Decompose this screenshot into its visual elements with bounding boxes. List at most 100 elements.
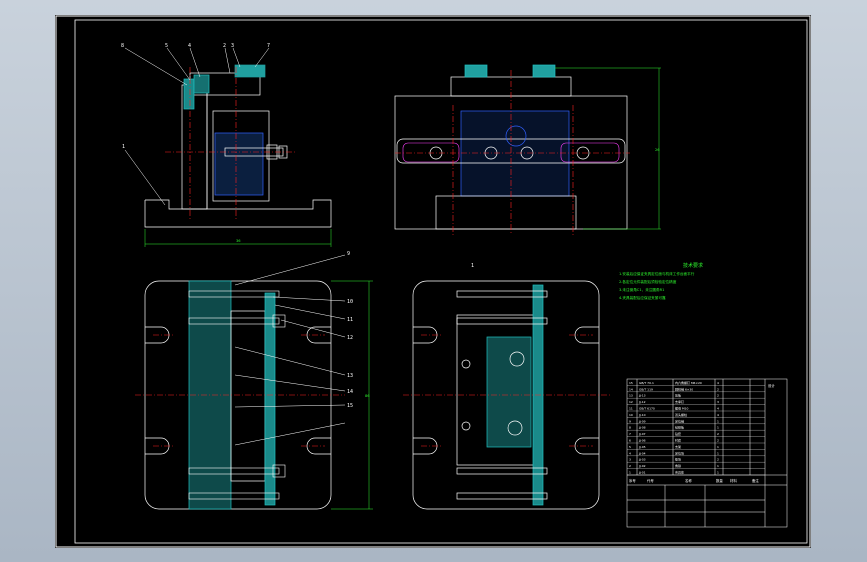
title-block-cell-code: JJ-01 xyxy=(638,471,646,475)
bottom-right-centerlines xyxy=(403,334,611,447)
title-block-cell-qty: 3 xyxy=(717,400,719,404)
inner-frame xyxy=(74,19,808,544)
title-block-cell-qty: 2 xyxy=(717,458,719,462)
title-block-cell-no: 7 xyxy=(629,432,631,436)
title-block-cell-code: GB/T 119 xyxy=(639,387,653,391)
title-block-cell-qty: 1 xyxy=(717,426,719,430)
notes-line-3: 3.未注倒角C1，未注圆角R1 xyxy=(619,287,664,292)
title-block-cell-code: JJ-02 xyxy=(638,464,646,468)
plan-leaders xyxy=(234,254,346,446)
title-block xyxy=(626,378,788,528)
title-block-cell-qty: 1 xyxy=(717,451,719,455)
plan-centerlines xyxy=(135,334,345,447)
front-view xyxy=(144,64,332,228)
part-label-14: 14 xyxy=(347,389,353,395)
col-no: 序号 xyxy=(629,478,636,483)
part-label-15: 15 xyxy=(347,403,353,409)
title-block-cell-name: 双头螺柱 xyxy=(675,412,687,417)
title-block-cell-name: 衬套 xyxy=(675,438,681,443)
part-label-11: 11 xyxy=(347,317,353,323)
col-name: 名称 xyxy=(685,478,692,483)
top-right-slots xyxy=(402,142,620,163)
view-mark: 1 xyxy=(471,263,474,269)
title-block-cell-name: 钻套 xyxy=(675,431,681,436)
part-label-7: 7 xyxy=(267,43,270,49)
title-block-cell-name: 夹具体 xyxy=(675,470,684,475)
plan-height-dimension xyxy=(331,280,373,510)
title-block-cell-qty: 4 xyxy=(717,413,719,417)
part-label-1: 1 xyxy=(122,144,125,150)
front-leaders xyxy=(124,47,270,206)
title-block-cell-no: 12 xyxy=(629,400,633,404)
col-qty: 数量 xyxy=(716,478,723,483)
front-width-value: 36 xyxy=(236,239,241,243)
title-block-cell-code: JJ-12 xyxy=(638,400,646,404)
col-remark: 备注 xyxy=(752,478,759,483)
title-block-cell-code: JJ-06 xyxy=(638,439,646,443)
notes-line-1: 1.安装后应保证夹具定位面与机床工作台面平行 xyxy=(619,271,695,276)
title-block-cell-name: 垫块 xyxy=(675,457,681,462)
front-width-dimension xyxy=(144,229,332,247)
notes-title: 技术要求 xyxy=(683,262,703,269)
notes-line-4: 4.夹具装配后应保证夹紧可靠 xyxy=(619,295,666,300)
col-material: 材料 xyxy=(730,478,737,483)
title-block-header: 设计 xyxy=(768,383,775,388)
title-block-cell-name: 定位销 xyxy=(675,418,684,423)
title-block-cell-no: 2 xyxy=(629,464,631,468)
part-label-10: 10 xyxy=(347,299,353,305)
title-block-cell-no: 14 xyxy=(629,387,633,391)
title-block-cell-code: JJ-13 xyxy=(638,394,646,398)
title-block-cell-qty: 1 xyxy=(717,445,719,449)
title-block-cell-name: 定位块 xyxy=(675,450,684,455)
title-block-cell-no: 8 xyxy=(629,426,631,430)
title-block-cell-qty: 2 xyxy=(717,432,719,436)
title-block-cell-no: 9 xyxy=(629,419,631,423)
title-block-cell-no: 15 xyxy=(629,381,633,385)
title-block-cell-name: 圆柱销 6×30 xyxy=(675,386,693,391)
title-block-cell-name: 钻模板 xyxy=(675,425,684,430)
title-block-cell-code: JJ-03 xyxy=(638,458,646,462)
title-block-cell-qty: 2 xyxy=(717,439,719,443)
title-block-cell-name: 角铁 xyxy=(675,463,681,468)
title-block-cell-name: 内六角螺钉 M6×20 xyxy=(675,380,702,385)
part-label-9: 9 xyxy=(347,251,350,257)
cad-drawing: 8 5 4 2 3 7 1 36 2 6 xyxy=(55,15,811,548)
title-block-cell-no: 13 xyxy=(629,394,633,398)
title-block-cell-name: 螺母 M10 xyxy=(675,406,688,411)
part-label-3: 3 xyxy=(231,43,234,49)
title-block-cell-qty: 2 xyxy=(717,394,719,398)
title-block-cell-name: 压板 xyxy=(675,393,681,398)
title-block-cell-no: 11 xyxy=(629,407,633,411)
title-block-cell-name: 支承钉 xyxy=(675,399,684,404)
title-block-cell-qty: 2 xyxy=(717,387,719,391)
outer-border xyxy=(55,15,811,548)
top-right-dimension xyxy=(555,67,661,230)
title-block-cell-no: 5 xyxy=(629,445,631,449)
plan-height-value: 86 xyxy=(365,394,370,398)
part-label-5: 5 xyxy=(165,43,168,49)
title-block-cell-code: JJ-05 xyxy=(638,445,646,449)
title-block-cell-name: 支架 xyxy=(675,444,681,449)
col-code: 代号 xyxy=(647,478,654,483)
title-block-cell-no: 3 xyxy=(629,458,631,462)
title-block-cell-no: 10 xyxy=(629,413,633,417)
top-right-centerlines xyxy=(395,70,630,235)
title-block-cell-code: JJ-10 xyxy=(638,413,646,417)
title-block-cell-no: 4 xyxy=(629,451,631,455)
title-block-cell-qty: 1 xyxy=(717,419,719,423)
title-block-cell-code: JJ-08 xyxy=(638,426,646,430)
title-block-cell-qty: 1 xyxy=(717,471,719,475)
front-centerlines xyxy=(165,67,295,220)
title-block-cell-qty: 4 xyxy=(717,381,719,385)
title-block-cell-code: JJ-09 xyxy=(638,419,646,423)
part-label-4: 4 xyxy=(188,43,191,49)
notes-line-2: 2.各定位元件装配后须检验定位精度 xyxy=(619,279,677,284)
part-label-12: 12 xyxy=(347,335,353,341)
drawing-sheet: 8 5 4 2 3 7 1 36 2 6 xyxy=(55,15,811,548)
title-block-cell-no: 6 xyxy=(629,439,631,443)
title-block-cell-qty: 4 xyxy=(717,407,719,411)
title-block-cell-code: GB/T 6170 xyxy=(639,407,655,411)
title-block-cell-qty: 1 xyxy=(717,464,719,468)
title-block-cell-no: 1 xyxy=(629,471,631,475)
